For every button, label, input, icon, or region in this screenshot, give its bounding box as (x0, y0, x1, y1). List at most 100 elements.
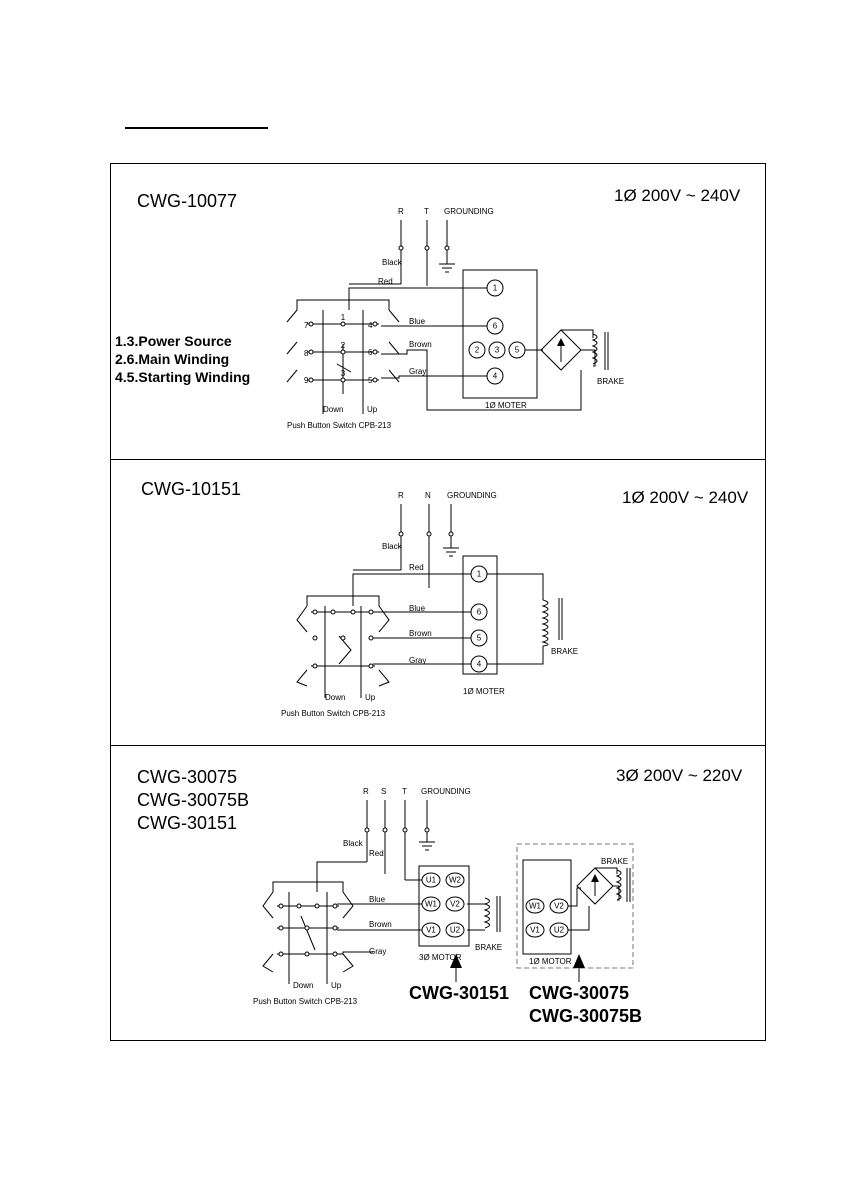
alt-motor-terminal-v2: V2 (554, 902, 564, 911)
wire-label-black: Black (382, 258, 403, 267)
brake-coil (483, 896, 501, 932)
motor-terminal-v1: V1 (426, 926, 436, 935)
switch-terminal-6: 6 (368, 348, 373, 357)
up-label: Up (367, 405, 378, 414)
supply-label-grounding: GROUNDING (444, 207, 494, 216)
legend-line: 2.6.Main Winding (115, 351, 230, 367)
supply-label-r: R (398, 491, 404, 500)
wire-label-brown: Brown (409, 629, 432, 638)
motor-terminals (468, 279, 526, 385)
wire-label-blue: Blue (409, 317, 426, 326)
supply-label-r: R (363, 787, 369, 796)
alternate-rectifier-bridge (568, 867, 620, 931)
down-label: Down (325, 693, 345, 702)
wire-label-brown: Brown (369, 920, 392, 929)
motor-wires (348, 283, 582, 411)
brake-coil (591, 332, 609, 370)
supply-label-t: T (402, 787, 407, 796)
up-arrow-icon (450, 954, 462, 968)
motor-terminal-1: 1 (493, 284, 498, 293)
motor-box (462, 269, 538, 399)
motor-wires (352, 569, 544, 665)
supply-label-grounding: GROUNDING (447, 491, 497, 500)
motor-box (462, 555, 498, 675)
wire-label-gray: Gray (409, 367, 426, 376)
model-name-line: CWG-30151 (137, 813, 238, 833)
motor-terminal-w2: W2 (449, 876, 462, 885)
rectifier-bridge (525, 329, 596, 371)
wiring-diagram-svg: R N GROUNDING Black Red Blue Brown Gray (281, 491, 578, 718)
switch-terminal-3: 3 (341, 369, 346, 378)
motor-terminal-5: 5 (477, 634, 482, 643)
callout-arrows (450, 954, 585, 982)
motor-terminal-4: 4 (493, 372, 498, 381)
alt-motor-terminal-u2: U2 (554, 926, 565, 935)
section-title-underline (125, 127, 268, 129)
motor-label: 1Ø MOTER (485, 401, 527, 410)
wire-label-red: Red (409, 563, 424, 572)
push-button-switch (286, 299, 400, 414)
model-name: CWG-10077 (137, 191, 238, 211)
motor-terminal-4: 4 (477, 660, 482, 669)
alternate-motor-box (522, 859, 572, 955)
up-label: Up (365, 693, 376, 702)
wire-label-brown: Brown (409, 340, 432, 349)
voltage-rating: 3Ø 200V ~ 220V (616, 766, 743, 785)
switch-terminal-5: 5 (368, 376, 373, 385)
terminal-legend: 1.3.Power Source 2.6.Main Winding 4.5.St… (115, 332, 250, 386)
motor-terminal-2: 2 (475, 346, 480, 355)
alt-motor-terminal-v1: V1 (530, 926, 540, 935)
motor-terminal-w1: W1 (425, 900, 438, 909)
motor-terminal-6: 6 (477, 608, 482, 617)
switch-terminal-7: 7 (304, 321, 309, 330)
wire-label-red: Red (378, 277, 393, 286)
alternate-motor-terminals (525, 898, 569, 938)
wire-label-blue: Blue (369, 895, 386, 904)
model-name-line: CWG-30075B (137, 790, 250, 810)
supply-lines (364, 800, 435, 880)
model-name: CWG-10151 (141, 479, 242, 499)
supply-label-r: R (398, 207, 404, 216)
wire-label-blue: Blue (409, 604, 426, 613)
motor-label: 1Ø MOTER (463, 687, 505, 696)
voltage-rating: 1Ø 200V ~ 240V (622, 488, 749, 507)
up-arrow-icon (573, 954, 585, 968)
supply-label-n: N (425, 491, 431, 500)
wiring-diagram-svg: R T GROUNDING Black Red Blue Brown Gray (286, 207, 624, 430)
supply-label-grounding: GROUNDING (421, 787, 471, 796)
motor-terminal-3: 3 (495, 346, 500, 355)
switch-terminal-1: 1 (341, 313, 346, 322)
motor-terminal-6: 6 (493, 322, 498, 331)
motor-terminal-u2: U2 (450, 926, 461, 935)
motor-terminals (470, 565, 488, 673)
supply-lines (398, 220, 455, 286)
supply-lines (398, 504, 459, 588)
motor-terminals (421, 872, 465, 938)
motor-label: 3Ø MOTOR (419, 953, 462, 962)
push-button-switch (296, 595, 390, 698)
switch-terminal-4: 4 (368, 321, 373, 330)
callout-cwg-30075b: CWG-30075B (529, 1006, 643, 1026)
callout-cwg-30075: CWG-30075 (529, 983, 630, 1003)
wiring-diagram-svg: R S T GROUNDING Black Red Blue Brown Gra… (253, 787, 634, 1006)
voltage-rating: 1Ø 200V ~ 240V (614, 186, 741, 205)
switch-terminal-9: 9 (304, 376, 309, 385)
alternate-motor-label: 1Ø MOTOR (529, 957, 572, 966)
wire-label-gray: Gray (369, 947, 386, 956)
legend-line: 1.3.Power Source (115, 333, 232, 349)
motor-terminal-v2: V2 (450, 900, 460, 909)
motor-box (418, 865, 470, 947)
wire-label-gray: Gray (409, 656, 426, 665)
push-button-switch (262, 881, 354, 984)
wiring-panel-cwg-10151: CWG-10151 1Ø 200V ~ 240V R N GROUNDING B… (110, 459, 766, 746)
supply-label-s: S (381, 787, 386, 796)
switch-terminal-8: 8 (304, 349, 309, 358)
brake-label: BRAKE (475, 943, 502, 952)
motor-terminal-5: 5 (515, 346, 520, 355)
motor-terminal-u1: U1 (426, 876, 437, 885)
switch-model-label: Push Button Switch CPB-213 (253, 997, 358, 1006)
wire-label-black: Black (382, 542, 403, 551)
down-label: Down (323, 405, 343, 414)
supply-label-t: T (424, 207, 429, 216)
alt-motor-terminal-w1: W1 (529, 902, 542, 911)
